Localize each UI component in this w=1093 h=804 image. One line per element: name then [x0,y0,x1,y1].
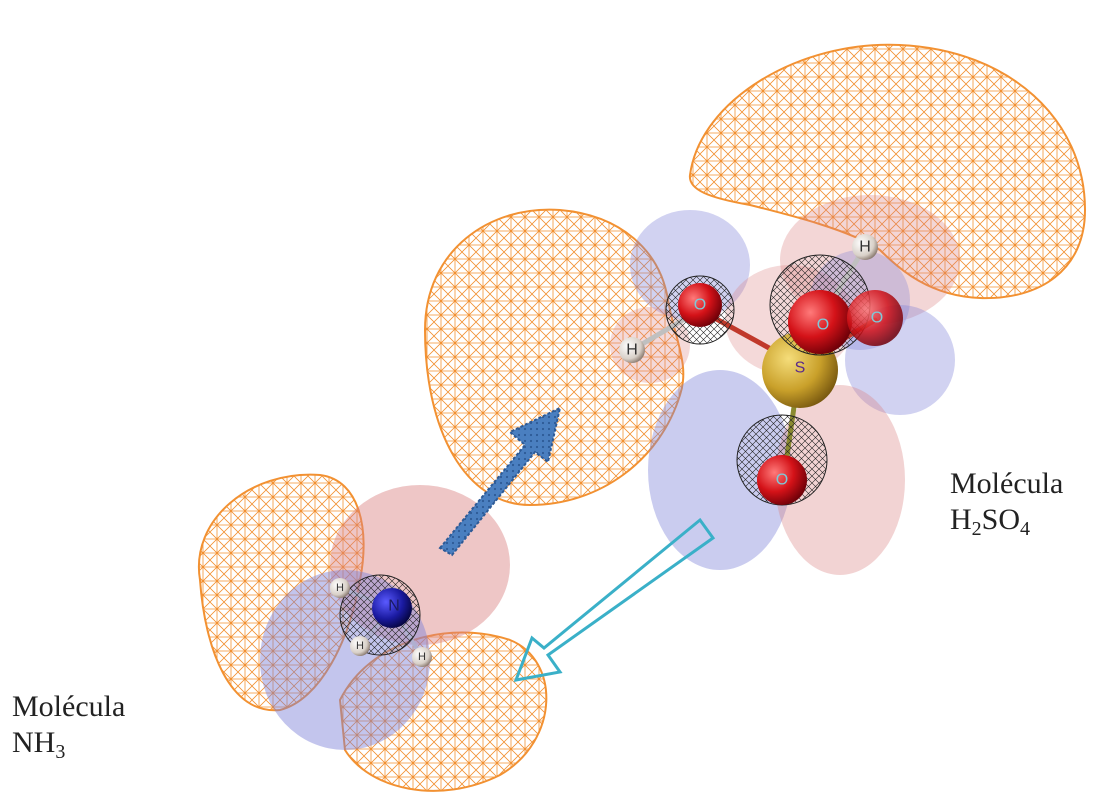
h2so4-label-word: Molécula [950,466,1063,502]
atom-letter-n: N [388,598,400,615]
h2so4-molecule-label: Molécula H2SO4 [950,466,1063,538]
nh3-formula-part: NH [12,726,55,759]
h2so4-formula: H2SO4 [950,502,1063,538]
atom-letter-o-center: O [817,317,829,334]
atom-letter-h-nh3-1: H [336,582,344,594]
h2so4-formula-subscript: 2 [972,518,982,540]
nh3-formula-subscript: 3 [55,741,65,763]
atom-letter-h-nh3-3: H [418,651,426,663]
atom-letter-o-left: O [694,297,706,314]
nh3-molecule-label: Molécula NH3 [12,689,125,761]
h2so4-formula-part: SO [982,503,1020,536]
atom-letter-h-nh3-2: H [356,640,364,652]
atom-letter-h-top: H [859,239,871,256]
nh3-formula: NH3 [12,725,125,761]
atom-letter-o-bottom: O [776,472,788,489]
h2so4-formula-part: H [950,503,972,536]
h2so4-formula-subscript: 4 [1020,518,1030,540]
atom-letter-o-right: O [871,310,883,327]
atom-letter-h-left: H [626,342,638,359]
nh3-label-word: Molécula [12,689,125,725]
atom-letter-s: S [795,360,806,377]
